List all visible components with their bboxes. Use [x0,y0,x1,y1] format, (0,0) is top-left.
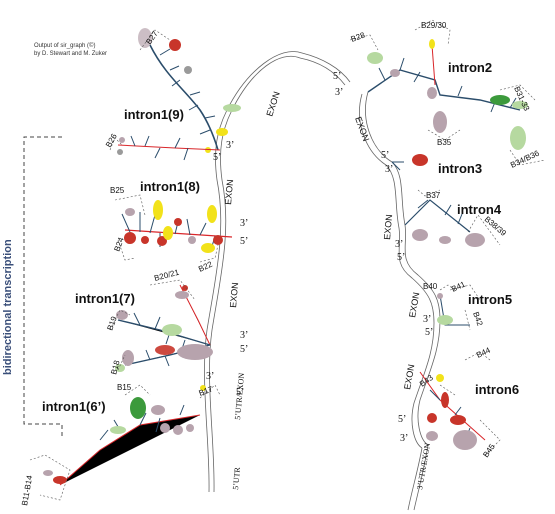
prime-5-intron4: 5’ [397,252,405,263]
intron1-8-label: intron1(8) [140,179,200,194]
intron2-label: intron2 [448,60,492,75]
exon-label-intron5: EXON [407,291,421,318]
b37-label: B37 [426,191,441,200]
intron3-label: intron3 [438,161,482,176]
prime-5-intron5: 5’ [425,327,433,338]
exon-label-intron6: EXON [402,363,416,390]
credit-line-2: by D. Stewart and M. Zuker [34,51,107,57]
intron1-9-structure [138,28,241,153]
prime-3-intron6: 3’ [400,433,408,444]
intron4-label: intron4 [457,202,502,217]
b20-21-label: B20/21 [153,268,180,283]
prime-3-intron1-8: 3’ [240,218,248,229]
tail-bottom [407,444,429,511]
utr3-exon-label: 3’UTR/EXON [415,442,432,490]
prime-5-intron2: 5’ [333,71,341,82]
b29-30-label: B29/30 [421,21,447,30]
b11-14-label: B11-B14 [20,474,34,506]
b22-label: B22 [197,259,214,273]
intron1-7-label: intron1(7) [75,291,135,306]
b25-label: B25 [110,186,125,195]
prime-5-intron1-8: 5’ [240,236,248,247]
prime-5-intron1-7: 5’ [240,344,248,355]
exon-label-intron4: EXON [382,214,394,240]
prime-5-intron6: 5’ [398,414,406,425]
b26-branch [117,135,221,161]
prime-3-intron4: 3’ [395,239,403,250]
backbone-right [359,91,441,449]
bidirectional-bracket [23,136,63,438]
intron2-structure [367,39,528,150]
exon-label-intron1-7: EXON [228,282,240,308]
intron1-8-structure [121,200,233,253]
b18-label: B18 [109,359,122,376]
intron5-label: intron5 [468,292,512,307]
backbone-left [204,51,303,493]
utr5-exon-label: 5’UTR/EXON [233,372,246,420]
prime-5-intron1-9: 5’ [213,152,221,163]
prime-3-intron5: 3’ [423,314,431,325]
b17-label: B17 [198,384,215,398]
intron5-structure [437,293,470,326]
prime-5-intron1-6: 5’ [236,387,244,398]
exon-label-intron1-8: EXON [223,179,235,205]
prime-3-intron1-7: 3’ [240,330,248,341]
intron1-6-structure [43,385,206,486]
intron6-label: intron6 [475,382,519,397]
backbone-top [299,52,351,86]
prime-3-intron3: 3’ [385,164,393,175]
credit-line-1: Output of sir_graph (©) [34,42,95,49]
b15-label: B15 [117,383,132,392]
b34-36-label: B34/B36 [509,148,541,169]
b35-label: B35 [437,138,452,147]
intron1-6-label: intron1(6’) [42,399,106,414]
prime-3-intron1-6: 3’ [206,371,214,382]
b45-label: B45 [481,442,497,459]
intron1-7-structure [115,284,213,372]
prime-3-intron2: 3’ [335,87,343,98]
b28-label: B28 [350,30,367,44]
b-brackets [29,19,546,501]
b42-label: B42 [471,311,485,328]
b40-label: B40 [423,282,438,291]
b44-label: B44 [475,345,492,359]
bidirectional-label: bidirectional transcription [2,239,14,375]
b26-label: B26 [104,132,119,149]
exon-label-top: EXON [264,90,281,117]
prime-3-intron1-9: 3’ [226,140,234,151]
exon-label-right-top: EXON [353,115,371,142]
intron3-structure [391,154,428,171]
prime-5-intron3: 5’ [381,150,389,161]
b43-label: B43 [418,373,435,389]
utr5-label: 5’UTR [231,466,242,490]
intron4-structure [404,199,485,247]
b41-label: B41 [450,279,467,293]
intron6-structure [419,371,486,450]
intron1-9-label: intron1(9) [124,107,184,122]
b24-label: B24 [112,236,126,253]
